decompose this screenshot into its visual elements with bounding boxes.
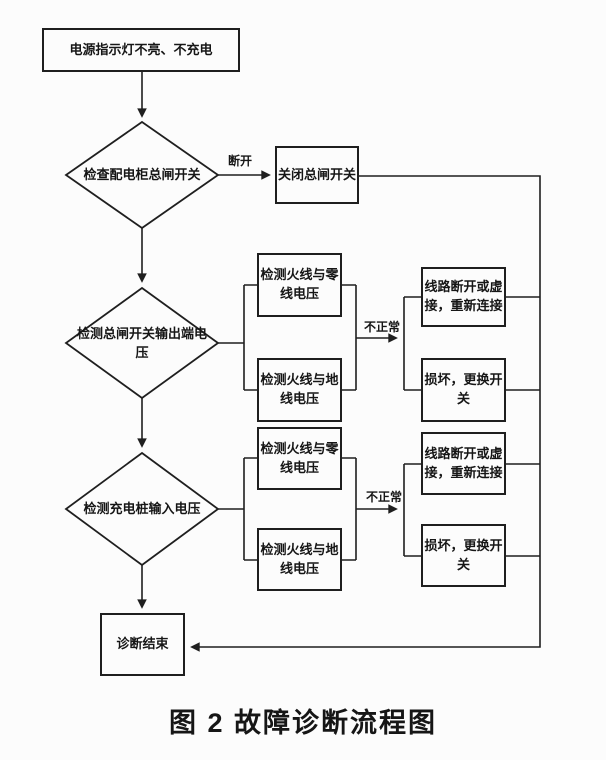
node-start: 电源指示灯不亮、不充电: [42, 28, 240, 72]
edge-label-abnormal-2: 不正常: [365, 490, 402, 504]
edge-label-abnormal-1: 不正常: [363, 320, 400, 334]
node-g1-live-neutral: 检测火线与零线电压: [257, 253, 342, 317]
node-g2-live-ground: 检测火线与地线电压: [257, 528, 342, 591]
label-decision-pile-input: 检测充电桩输入电压: [83, 500, 201, 516]
bracket-d2-to-tests: [218, 284, 257, 391]
arrow-close-return-to-end: [190, 175, 541, 652]
bracket-tests1-right: [342, 284, 357, 391]
bracket-tests2-right: [342, 457, 357, 561]
stub-results2-to-return: [506, 463, 540, 557]
bracket-results2-left: [403, 463, 421, 557]
node-g2-reconnect: 线路断开或虚接，重新连接: [421, 432, 506, 495]
node-g2-replace-switch: 损坏，更换开关: [421, 524, 506, 587]
edge-label-disconnected: 断开: [227, 154, 252, 168]
bracket-d3-to-tests: [218, 457, 257, 561]
node-g1-replace-switch: 损坏，更换开关: [421, 358, 506, 422]
stub-results1-to-return: [506, 296, 540, 391]
node-end: 诊断结束: [100, 613, 185, 676]
node-g1-live-ground: 检测火线与地线电压: [257, 358, 342, 422]
label-decision-switch-output: 检测总闸开关输出端电压: [76, 326, 207, 360]
label-decision-main-switch: 检查配电柜总闸开关: [83, 166, 201, 182]
bracket-results1-left: [403, 296, 421, 391]
figure-caption: 图 2 故障诊断流程图: [168, 708, 438, 738]
node-g1-reconnect: 线路断开或虚接，重新连接: [421, 267, 506, 327]
node-g2-live-neutral: 检测火线与零线电压: [257, 427, 342, 490]
node-close-main-switch: 关闭总闸开关: [275, 146, 359, 204]
